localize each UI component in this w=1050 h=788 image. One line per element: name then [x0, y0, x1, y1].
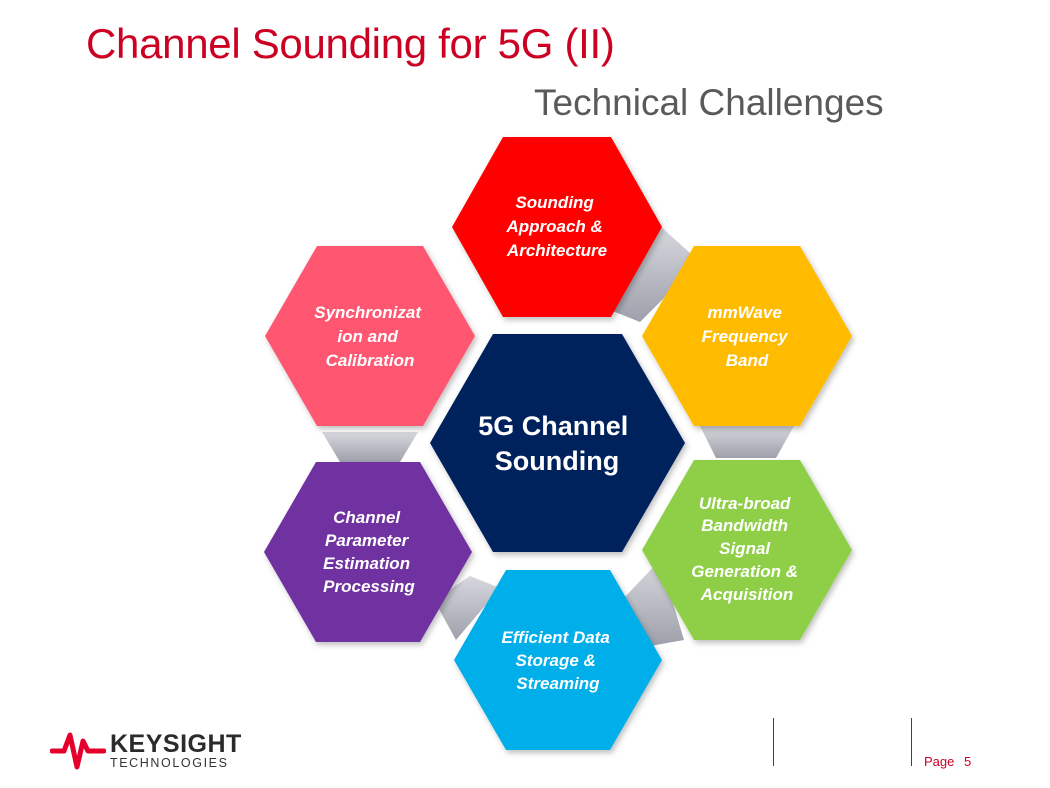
connector-param-sync	[322, 432, 418, 462]
footer-divider-1	[773, 718, 774, 766]
hex-storage: Efficient Data Storage & Streaming	[454, 570, 662, 750]
hex-param-label: Channel Parameter Estimation Processing	[323, 508, 415, 596]
hex-center: 5G Channel Sounding	[430, 334, 685, 552]
connector-sounding-mmwave	[610, 226, 700, 322]
hex-ultra: Ultra-broad Bandwidth Signal Generation …	[642, 460, 852, 640]
hex-mmwave: mmWave Frequency Band	[642, 246, 852, 426]
connector-storage-param	[434, 576, 500, 640]
page-number: 5	[964, 754, 972, 769]
footer-divider-2	[911, 718, 912, 766]
hex-mmwave-label: mmWave Frequency Band	[702, 303, 793, 370]
keysight-logo-icon	[50, 732, 106, 770]
slide-title: Channel Sounding for 5G (II)	[86, 20, 615, 67]
hex-sync: Synchronizat ion and Calibration	[265, 246, 475, 426]
hex-center-label: 5G Channel Sounding	[478, 411, 636, 476]
hex-sync-label: Synchronizat ion and Calibration	[314, 303, 425, 370]
connector-mmwave-ultra	[700, 426, 794, 458]
logo-subtitle: TECHNOLOGIES	[110, 756, 229, 770]
hex-storage-label: Efficient Data Storage & Streaming	[501, 628, 614, 693]
page-label: Page	[924, 754, 955, 769]
slide-subtitle: Technical Challenges	[534, 82, 884, 123]
logo-wordmark: KEYSIGHT	[110, 730, 242, 758]
hex-sounding-label: Sounding Approach & Architecture	[505, 193, 607, 260]
hex-param: Channel Parameter Estimation Processing	[264, 462, 472, 642]
hex-sounding: Sounding Approach & Architecture	[452, 137, 662, 317]
hex-ultra-label: Ultra-broad Bandwidth Signal Generation …	[691, 494, 802, 604]
connectors	[322, 226, 794, 646]
